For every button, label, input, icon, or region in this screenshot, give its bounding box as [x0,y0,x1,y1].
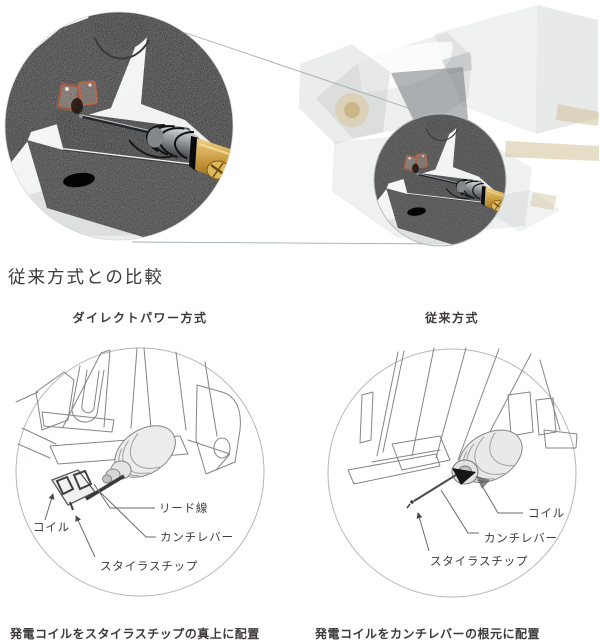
diagram-conventional: コイル カンチレバー スタイラスチップ [327,347,578,598]
stylus-leader-arrow [75,515,96,558]
section-heading: 従来方式との比較 [8,267,164,287]
terminal-pin [530,192,557,210]
cantilever-label: カンチレバー [484,532,558,545]
cantilever-leader-line [97,489,156,538]
coil-and-cantilever [51,469,125,511]
cantilever-and-stylus [406,474,457,509]
lead-wire-label: リード線 [159,501,208,515]
callout-line-top [176,29,427,115]
stylus-tip-label: スタイラスチップ [430,555,528,568]
caption-direct-power: 発電コイルをスタイラスチップの真上に配置 [10,627,260,641]
coil-leader-line [480,483,523,514]
cantilever-label: カンチレバー [160,531,234,544]
coil-leader-arrow [44,493,55,521]
damper-cone [102,425,176,484]
stylus-tip-label: スタイラスチップ [100,560,198,573]
coil-cylinder [451,429,523,489]
coil-label: コイル [33,522,70,534]
diagram-direct-power: リード線 カンチレバー コイル スタイラスチップ [15,347,265,597]
terminal-pin [556,104,599,126]
terminal-pin [505,141,599,161]
macro-circle-photo [4,11,234,241]
hero-product-photo [4,5,599,247]
cantilever-leader-line [440,489,479,534]
stylus-leader-arrow [416,512,430,552]
diagram-title-direct-power: ダイレクトパワー方式 [72,311,208,325]
diagram-title-conventional: 従来方式 [424,311,479,325]
coil-label: コイル [528,508,565,520]
callout-line-bottom [131,241,447,245]
detail-circle-photo [373,113,507,247]
cartridge-line-art [347,347,578,485]
caption-conventional: 発電コイルをカンチレバーの根元に配置 [315,627,541,641]
